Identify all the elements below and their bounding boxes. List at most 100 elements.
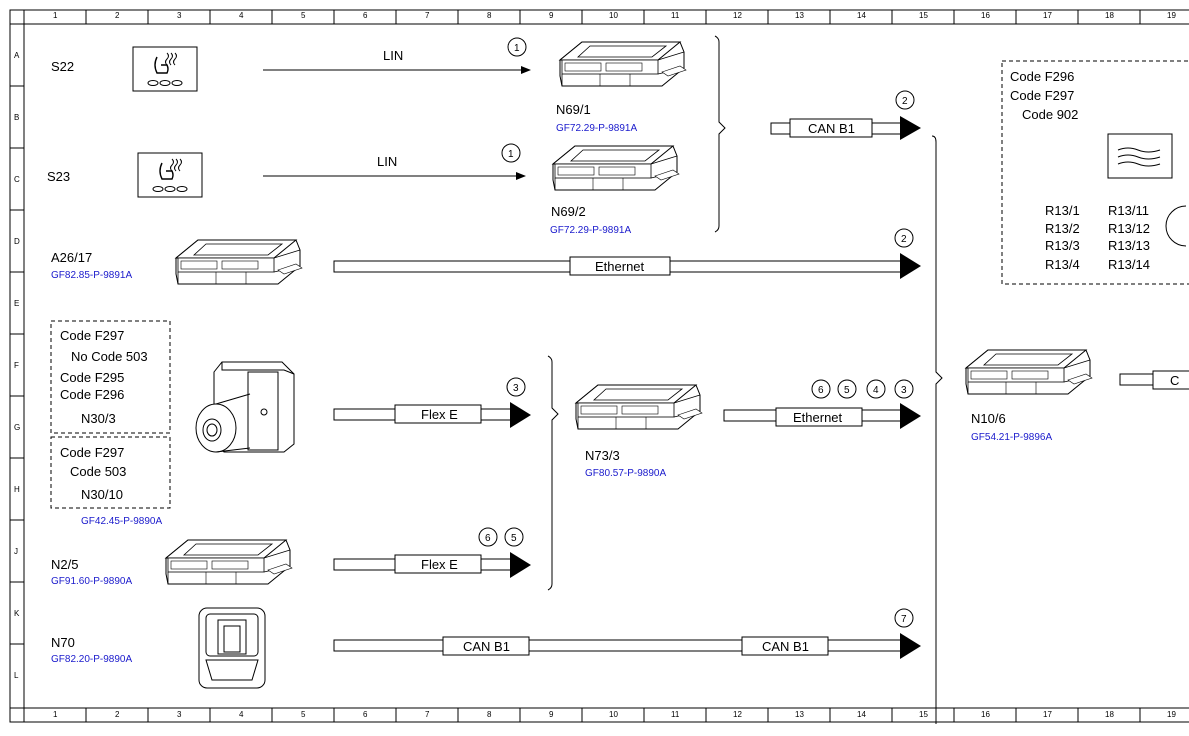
grid-col-label: 14 bbox=[857, 11, 866, 20]
code-box-n30-3 bbox=[50, 320, 171, 434]
r13-right-2: R13/12 bbox=[1108, 221, 1150, 236]
control-unit-n10-6-icon bbox=[965, 349, 1093, 395]
arrow-can-b1-n70 bbox=[900, 633, 921, 659]
code-right-1: Code F296 bbox=[1010, 69, 1074, 84]
grid-col-label: 11 bbox=[671, 710, 680, 719]
flex-e-tag-2 bbox=[394, 554, 482, 574]
seat-heater-switch-s22-icon bbox=[132, 46, 198, 92]
code-n30-3-1: Code F297 bbox=[60, 328, 124, 343]
code-right-2: Code F297 bbox=[1010, 88, 1074, 103]
grid-col-label: 5 bbox=[301, 11, 306, 20]
grid-col-label: 13 bbox=[795, 11, 804, 20]
grid-col-label: 14 bbox=[857, 710, 866, 719]
grid-col-label: 4 bbox=[239, 11, 244, 20]
label-n2-5: N2/5 bbox=[51, 557, 78, 572]
marker-circle-eth-c bbox=[866, 379, 886, 399]
can-b1-tag-n70-b bbox=[741, 636, 829, 656]
code-box-n30-10 bbox=[50, 436, 171, 509]
marker-circle-can-n70 bbox=[894, 608, 914, 628]
label-n69-1: N69/1 bbox=[556, 102, 591, 117]
brace-n73 bbox=[547, 355, 559, 591]
r13-right-1: R13/11 bbox=[1108, 203, 1149, 218]
grid-col-label: 17 bbox=[1043, 11, 1052, 20]
grid-row-label: F bbox=[14, 361, 19, 370]
ref-n69-1[interactable]: GF72.29-P-9891A bbox=[556, 123, 637, 134]
ref-n73-3[interactable]: GF80.57-P-9890A bbox=[585, 468, 666, 479]
marker-circle-flex2-a bbox=[478, 527, 498, 547]
overhead-control-panel-n70-icon bbox=[198, 607, 266, 689]
flex-e-label-2: Flex E bbox=[421, 557, 458, 572]
grid-col-label: 12 bbox=[733, 11, 742, 20]
grid-col-label: 3 bbox=[177, 710, 182, 719]
can-b1-label-n70-b: CAN B1 bbox=[762, 639, 809, 654]
label-a26-17: A26/17 bbox=[51, 250, 92, 265]
grid-col-label: 16 bbox=[981, 11, 990, 20]
grid-col-label: 16 bbox=[981, 710, 990, 719]
label-n70: N70 bbox=[51, 635, 75, 650]
ethernet-label-n73: Ethernet bbox=[793, 410, 843, 425]
brace-main bbox=[931, 135, 943, 724]
marker-circle-lin1 bbox=[507, 37, 527, 57]
flex-e-tag-1 bbox=[394, 404, 482, 424]
frame-border bbox=[9, 9, 1189, 723]
r13-left-2: R13/2 bbox=[1045, 221, 1080, 236]
code-n30-10-2: Code 503 bbox=[70, 464, 126, 479]
grid-col-label: 4 bbox=[239, 710, 244, 719]
ethernet-tag-n73 bbox=[775, 407, 863, 427]
marker-circle-eth-a26 bbox=[894, 228, 914, 248]
seat-heater-switch-s23-icon bbox=[137, 152, 203, 198]
ref-n10-6[interactable]: GF54.21-P-9896A bbox=[971, 432, 1052, 443]
grid-col-label: 18 bbox=[1105, 710, 1114, 719]
grid-col-label: 15 bbox=[919, 710, 928, 719]
can-b1-label-top: CAN B1 bbox=[808, 121, 855, 136]
can-b1-label-n70-a: CAN B1 bbox=[463, 639, 510, 654]
marker-circle-flex2-b bbox=[504, 527, 524, 547]
r13-left-1: R13/1 bbox=[1045, 203, 1080, 218]
arrow-ethernet-a26 bbox=[900, 253, 921, 279]
marker-can-n70: 7 bbox=[901, 614, 907, 625]
grid-row-label: B bbox=[14, 113, 19, 122]
esp-hydraulic-unit-icon bbox=[195, 361, 295, 453]
ref-a26-17[interactable]: GF82.85-P-9891A bbox=[51, 270, 132, 281]
grid-col-label: 8 bbox=[487, 11, 492, 20]
marker-eth-c: 4 bbox=[873, 385, 879, 396]
label-n30-10: N30/10 bbox=[81, 487, 123, 502]
marker-circle-lin2 bbox=[501, 143, 521, 163]
code-n30-3-2: No Code 503 bbox=[71, 349, 148, 364]
grid-col-label: 19 bbox=[1167, 710, 1176, 719]
ref-n69-2[interactable]: GF72.29-P-9891A bbox=[550, 225, 631, 236]
ref-n2-5[interactable]: GF91.60-P-9890A bbox=[51, 576, 132, 587]
grid-row-label: L bbox=[14, 671, 19, 680]
marker-flex1: 3 bbox=[513, 383, 519, 394]
can-label-right: C bbox=[1170, 373, 1179, 388]
grid-col-label: 2 bbox=[115, 11, 120, 20]
grid-col-label: 8 bbox=[487, 710, 492, 719]
arrow-can-b1-top bbox=[900, 116, 921, 140]
r13-right-4: R13/14 bbox=[1108, 257, 1150, 272]
grid-col-label: 7 bbox=[425, 710, 430, 719]
ref-n70[interactable]: GF82.20-P-9890A bbox=[51, 654, 132, 665]
grid-row-label: J bbox=[14, 547, 18, 556]
control-unit-a26-17-icon bbox=[175, 239, 303, 285]
r13-right-3: R13/13 bbox=[1108, 238, 1150, 253]
marker-can-top: 2 bbox=[902, 96, 908, 107]
grid-col-label: 6 bbox=[363, 11, 368, 20]
grid-row-label: G bbox=[14, 423, 20, 432]
code-box-right bbox=[1001, 60, 1189, 285]
marker-circle-eth-b bbox=[837, 379, 857, 399]
grid-row-label: A bbox=[14, 51, 20, 60]
marker-eth-d: 3 bbox=[901, 385, 907, 396]
marker-eth-a: 6 bbox=[818, 385, 824, 396]
ref-n30-10[interactable]: GF42.45-P-9890A bbox=[81, 516, 162, 527]
marker-flex2-b: 5 bbox=[511, 533, 517, 544]
marker-circle-can-top bbox=[895, 90, 915, 110]
grid-col-label: 9 bbox=[549, 710, 554, 719]
flex-e-label-1: Flex E bbox=[421, 407, 458, 422]
grid-col-label: 1 bbox=[53, 11, 58, 20]
label-n10-6: N10/6 bbox=[971, 411, 1006, 426]
grid-row-label: C bbox=[14, 175, 20, 184]
grid-row-label: E bbox=[14, 299, 19, 308]
grid-col-label: 3 bbox=[177, 11, 182, 20]
